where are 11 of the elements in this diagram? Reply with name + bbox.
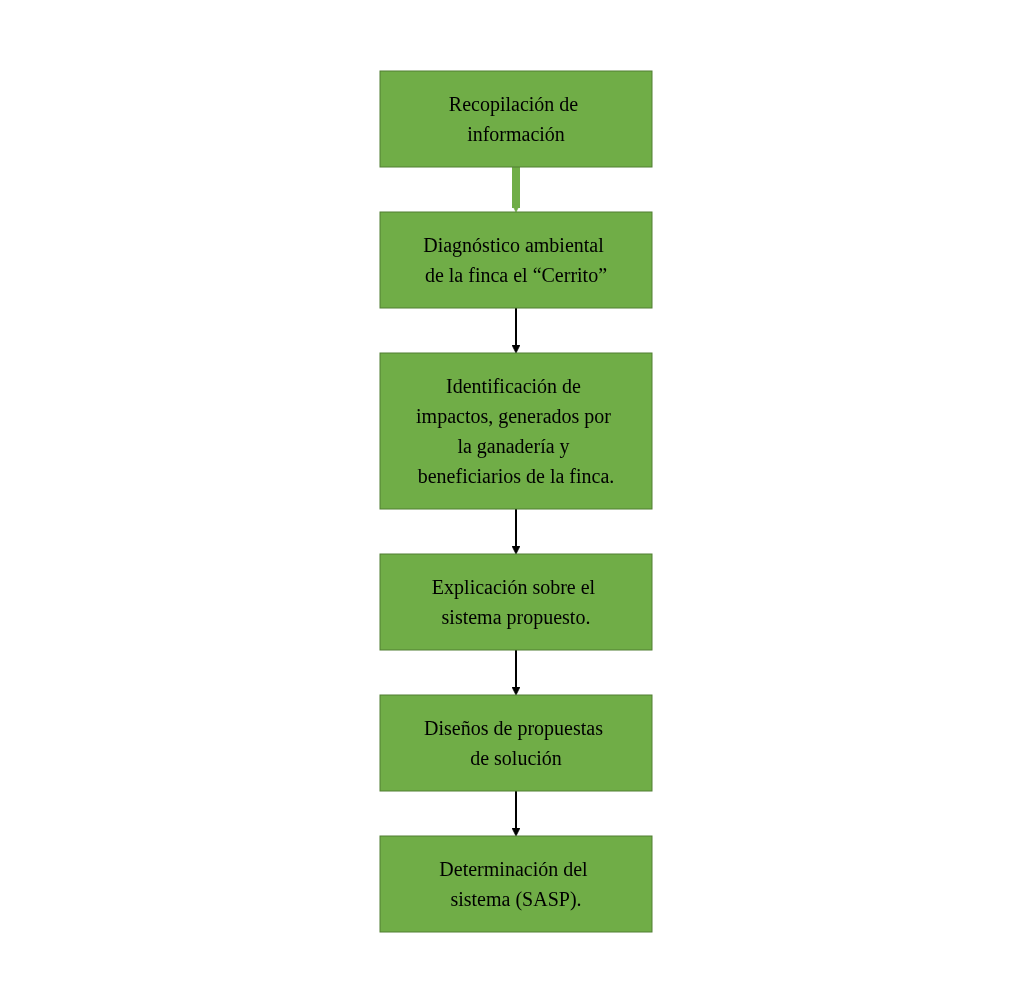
node-box: Diagnóstico ambiental de la finca el “Cerrito” <box>379 211 653 308</box>
node-box: Explicación sobre el sistema propuesto. <box>379 553 653 650</box>
arrow <box>511 789 521 836</box>
node-box: Identificación de impactos, generados por la ganadería y beneficiarios de la finca. <box>379 352 653 509</box>
node-box: Determinación del sistema (SASP). <box>379 835 653 932</box>
arrow <box>511 166 521 212</box>
node-box: Diseños de propuestas de solución <box>379 694 653 791</box>
node-box: Recopilación de información <box>379 70 653 167</box>
arrow <box>511 648 521 695</box>
arrow <box>511 507 521 554</box>
arrow <box>511 306 521 353</box>
